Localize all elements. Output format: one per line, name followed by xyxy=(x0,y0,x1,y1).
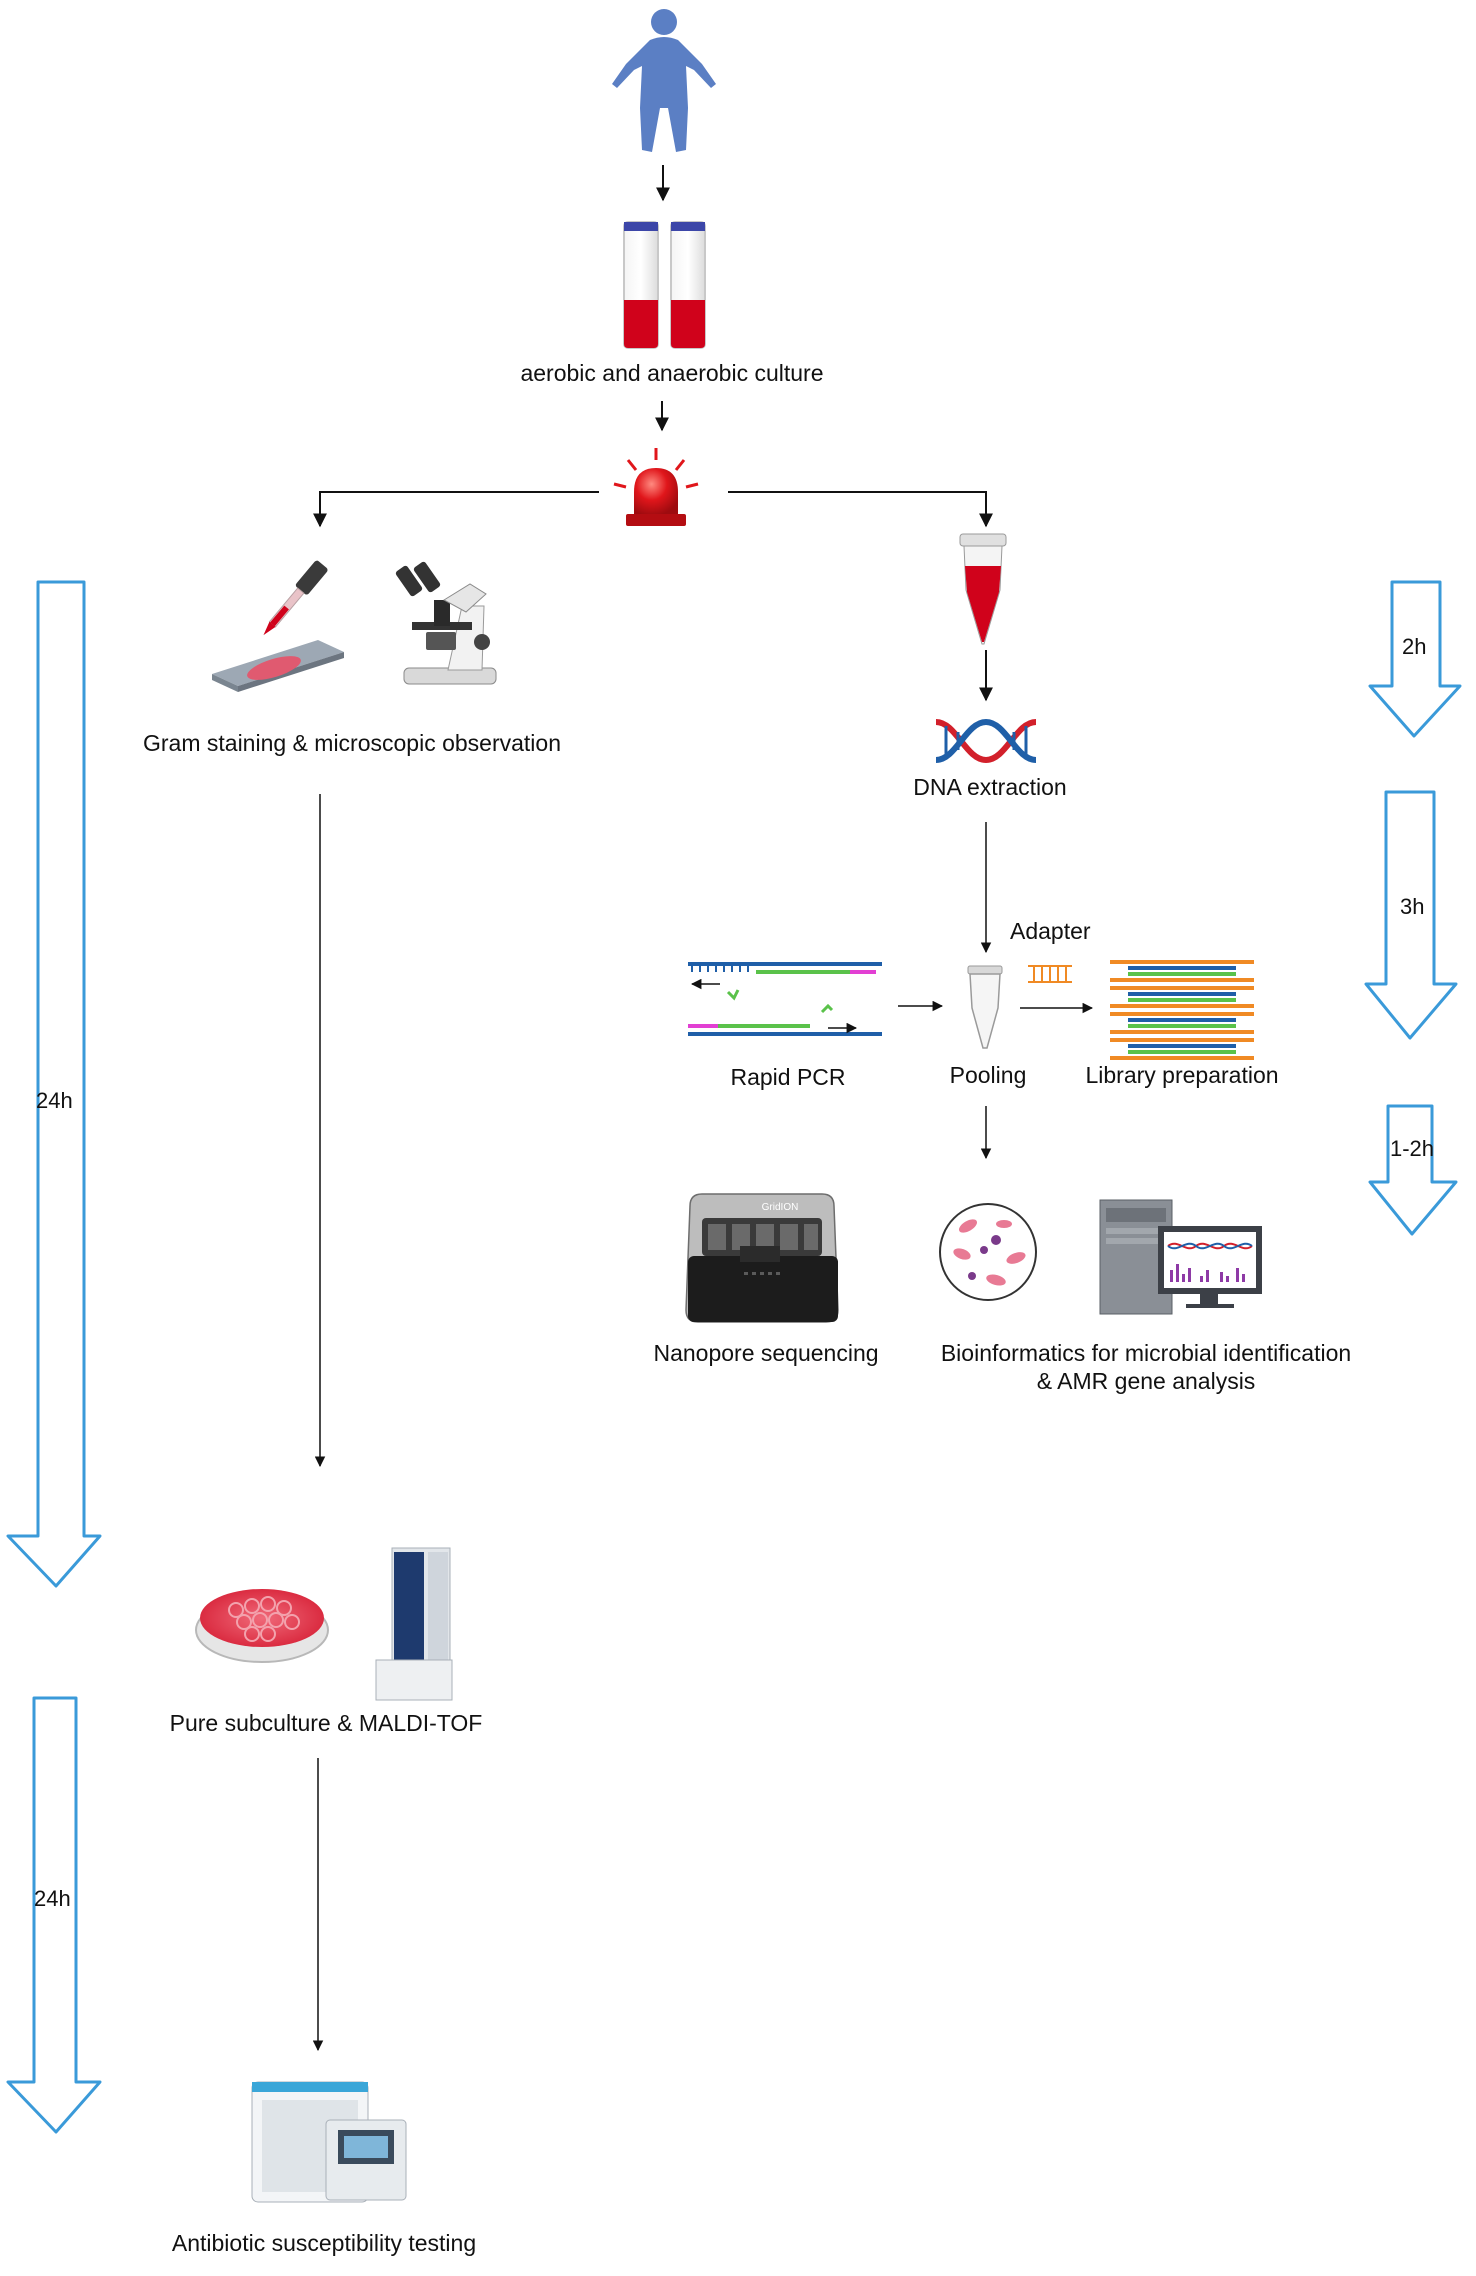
bioinformatics-label-line1: Bioinformatics for microbial identificat… xyxy=(940,1340,1352,1366)
timeline-arrow-left-2 xyxy=(6,1696,102,2134)
rapid-pcr-label: Rapid PCR xyxy=(730,1064,846,1090)
flow-arrow-to-gram-branch xyxy=(313,491,599,528)
pooling-label: Pooling xyxy=(949,1062,1027,1088)
timeline-label-right-3: 1-2h xyxy=(1390,1136,1435,1161)
subculture-maldi-label: Pure subculture & MALDI-TOF xyxy=(169,1710,483,1736)
sample-tube-icon xyxy=(959,533,1007,645)
gridion-brand-text: GridION xyxy=(762,1202,799,1213)
timeline-label-right-1: 2h xyxy=(1402,634,1427,659)
human-figure-icon xyxy=(612,9,716,152)
library-preparation-label: Library preparation xyxy=(1085,1062,1279,1088)
dna-extraction-label: DNA extraction xyxy=(913,774,1067,800)
microscope-icon xyxy=(395,561,497,685)
computer-icon xyxy=(1099,1199,1262,1315)
timeline-arrow-right-3 xyxy=(1368,1104,1458,1236)
ast-instrument-icon xyxy=(251,2081,407,2203)
maldi-tof-instrument-icon xyxy=(375,1547,453,1701)
dna-helix-icon xyxy=(935,718,1037,764)
nanopore-sequencing-label: Nanopore sequencing xyxy=(653,1340,879,1366)
alarm-light-icon xyxy=(613,448,699,526)
petri-dish-icon xyxy=(195,1589,329,1663)
culture-label: aerobic and anaerobic culture xyxy=(520,360,824,386)
rapid-pcr-diagram xyxy=(688,962,882,1036)
timeline-arrow-right-1 xyxy=(1368,580,1462,738)
pipette-slide-icon xyxy=(212,560,344,692)
blood-culture-bottles-icon xyxy=(623,221,706,349)
timeline-label-left-2: 24h xyxy=(34,1886,71,1911)
adapter-icon xyxy=(1028,965,1072,983)
timeline-label-right-2: 3h xyxy=(1400,894,1425,919)
library-strands-icon xyxy=(1110,960,1254,1060)
gridion-sequencer-icon: GridION xyxy=(685,1193,839,1323)
pooling-tube-icon xyxy=(967,965,1003,1049)
antibiotic-susceptibility-label: Antibiotic susceptibility testing xyxy=(171,2230,477,2256)
microbes-icon xyxy=(939,1203,1037,1301)
timeline-arrow-left-1 xyxy=(6,580,102,1588)
adapter-label: Adapter xyxy=(1010,918,1091,944)
flow-arrow-to-molecular-branch xyxy=(728,491,993,528)
gram-staining-label: Gram staining & microscopic observation xyxy=(143,730,561,756)
timeline-label-left-1: 24h xyxy=(36,1088,73,1113)
timeline-arrow-right-2 xyxy=(1364,790,1458,1040)
bioinformatics-label-line2: & AMR gene analysis xyxy=(1036,1368,1256,1394)
